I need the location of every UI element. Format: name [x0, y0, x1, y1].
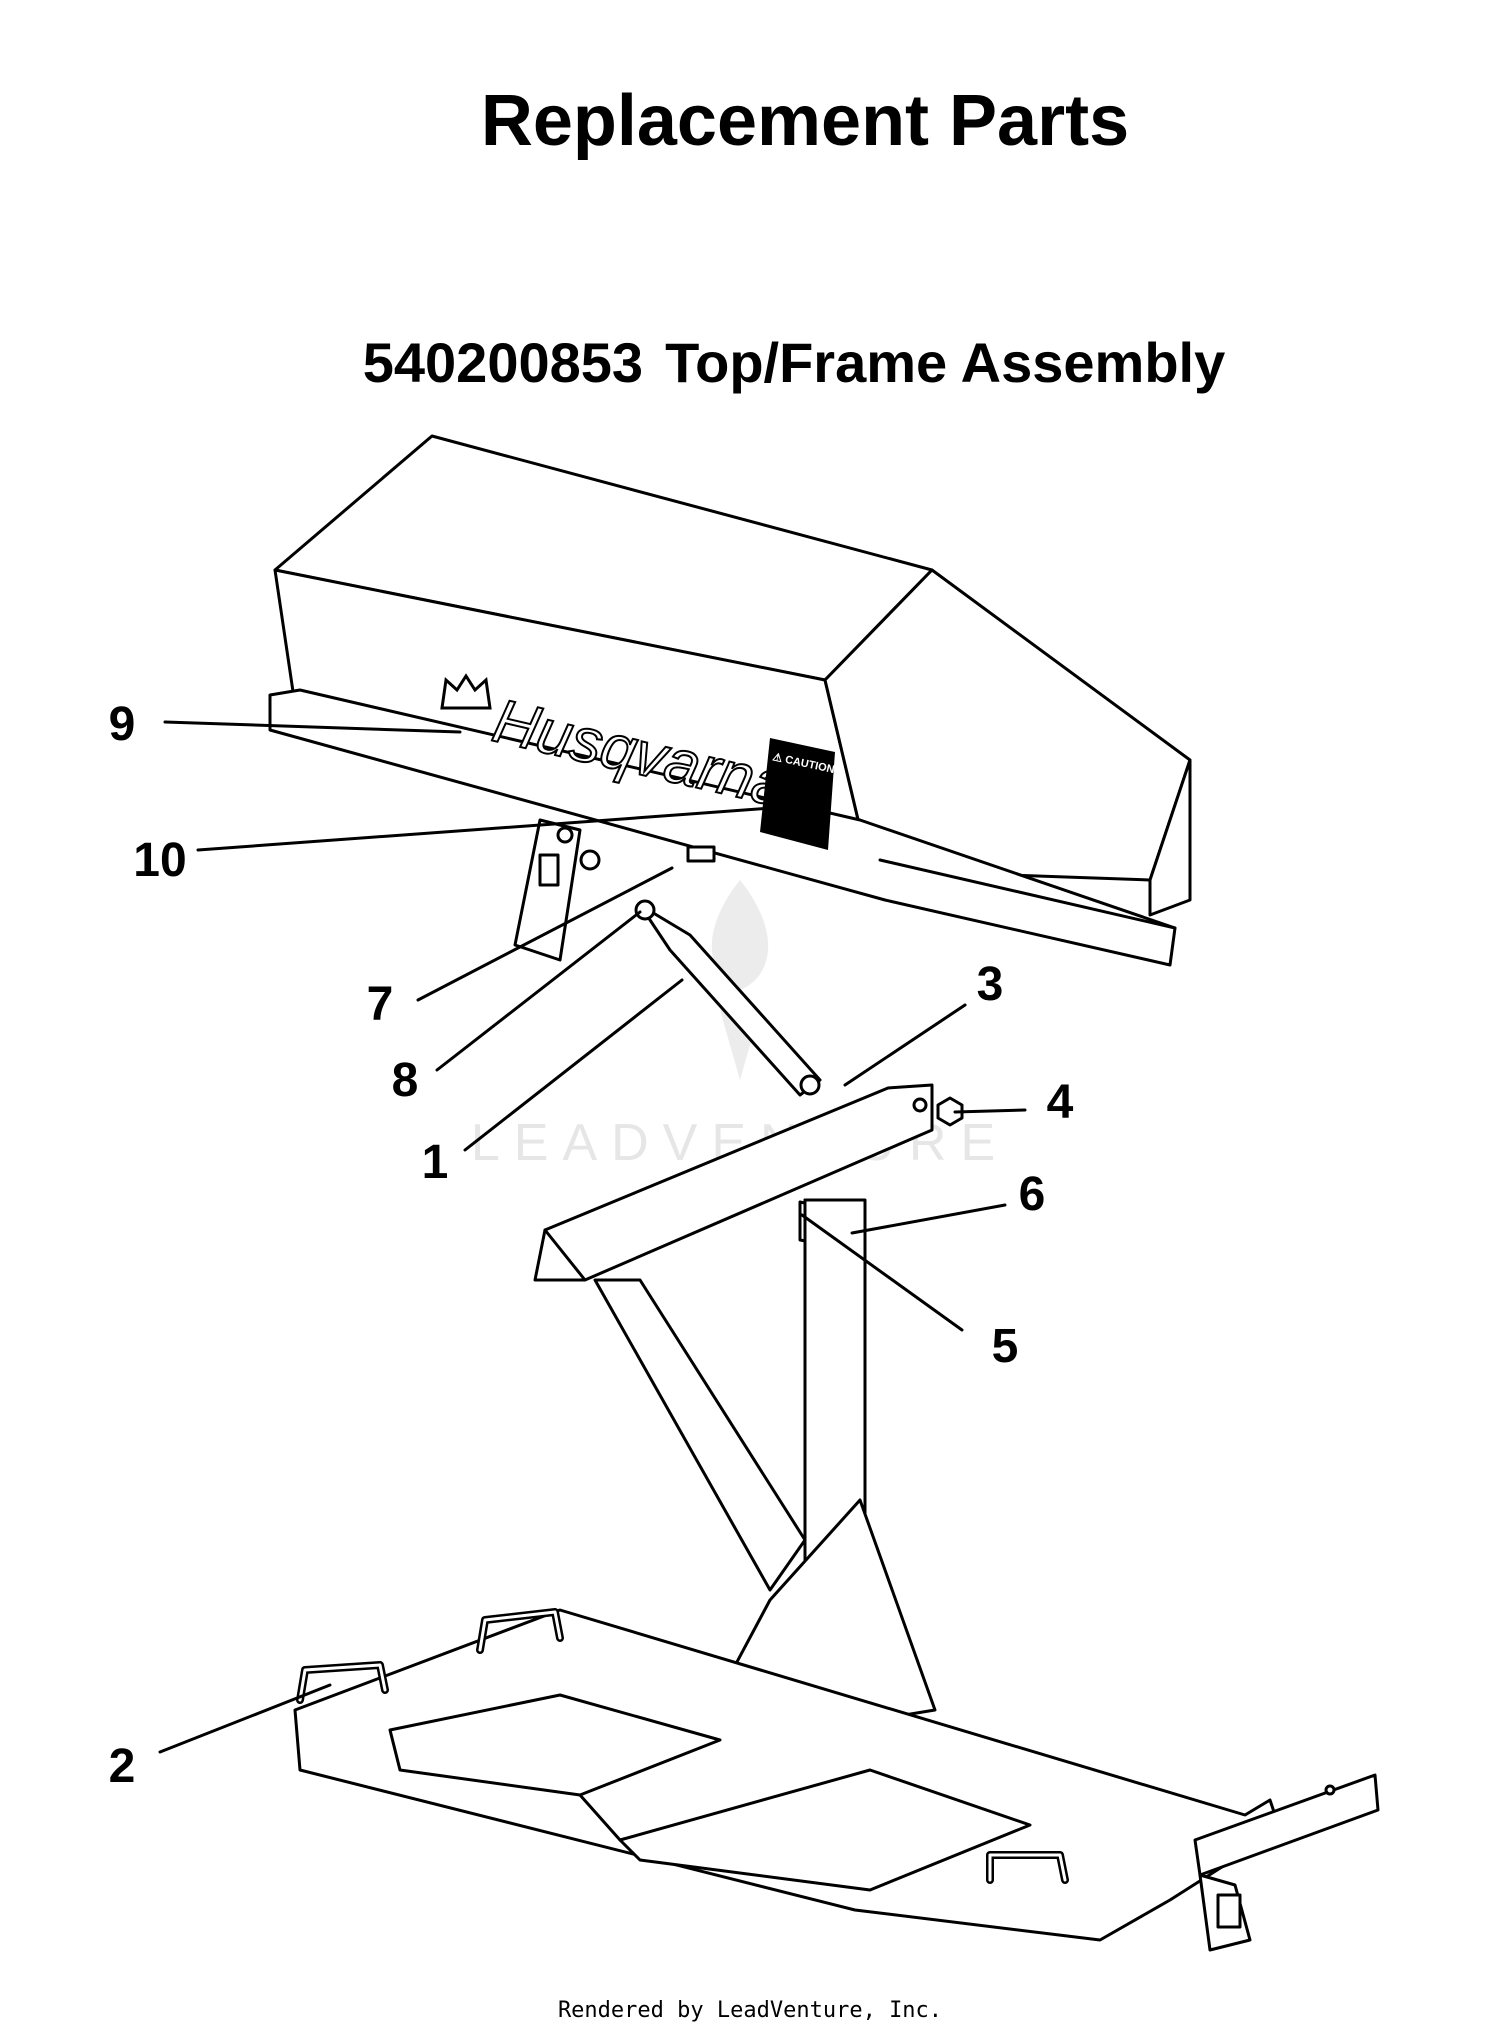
leader-line-10: [196, 806, 774, 852]
leader-line-5: [800, 1213, 964, 1332]
leader-line-6: [850, 1203, 1007, 1235]
callout-5: 5: [992, 1320, 1019, 1373]
callout-3: 3: [977, 958, 1004, 1011]
callout-10: 10: [133, 834, 186, 887]
callout-8: 8: [392, 1054, 419, 1107]
hitch-receiver: [1193, 1773, 1380, 1952]
husqvarna-crown-icon: [440, 673, 492, 710]
page-title: Replacement Parts: [480, 81, 1130, 161]
assembly-part-number: 540200853: [362, 331, 644, 394]
callout-9: 9: [109, 698, 136, 751]
hopper-mount-bracket: [513, 818, 582, 962]
strut-bracket: [686, 845, 716, 863]
leader-line-8: [435, 910, 642, 1072]
diagonal-support: [593, 1278, 807, 1592]
callout-1: 1: [422, 1136, 449, 1189]
callout-4: 4: [1047, 1076, 1074, 1129]
caution-label: ⚠ CAUTION: [760, 738, 836, 850]
gas-spring-strut: [634, 899, 822, 1097]
hinge-spring: [579, 849, 601, 871]
hopper: [268, 434, 1192, 967]
leader-line-1: [463, 978, 684, 1152]
callouts: 9 10 7 8 1 3 4 6 5 2: [109, 698, 1074, 1793]
assembly-title: 540200853 Top/Frame Assembly: [0, 330, 1500, 395]
leader-lines: [158, 720, 1027, 1754]
support-bar: [533, 1083, 934, 1282]
leader-line-3: [843, 1003, 967, 1087]
callout-7: 7: [367, 978, 394, 1031]
leader-line-4: [953, 1108, 1027, 1114]
callout-2: 2: [109, 1740, 136, 1793]
footer-credit: Rendered by LeadVenture, Inc.: [557, 1998, 943, 2023]
leader-line-2: [158, 1683, 332, 1754]
leader-line-9: [163, 720, 462, 734]
assembly-name: Top/Frame Assembly: [665, 331, 1226, 394]
callout-6: 6: [1019, 1168, 1046, 1221]
leader-line-7: [416, 866, 674, 1002]
nut-part-4: [936, 1096, 964, 1127]
